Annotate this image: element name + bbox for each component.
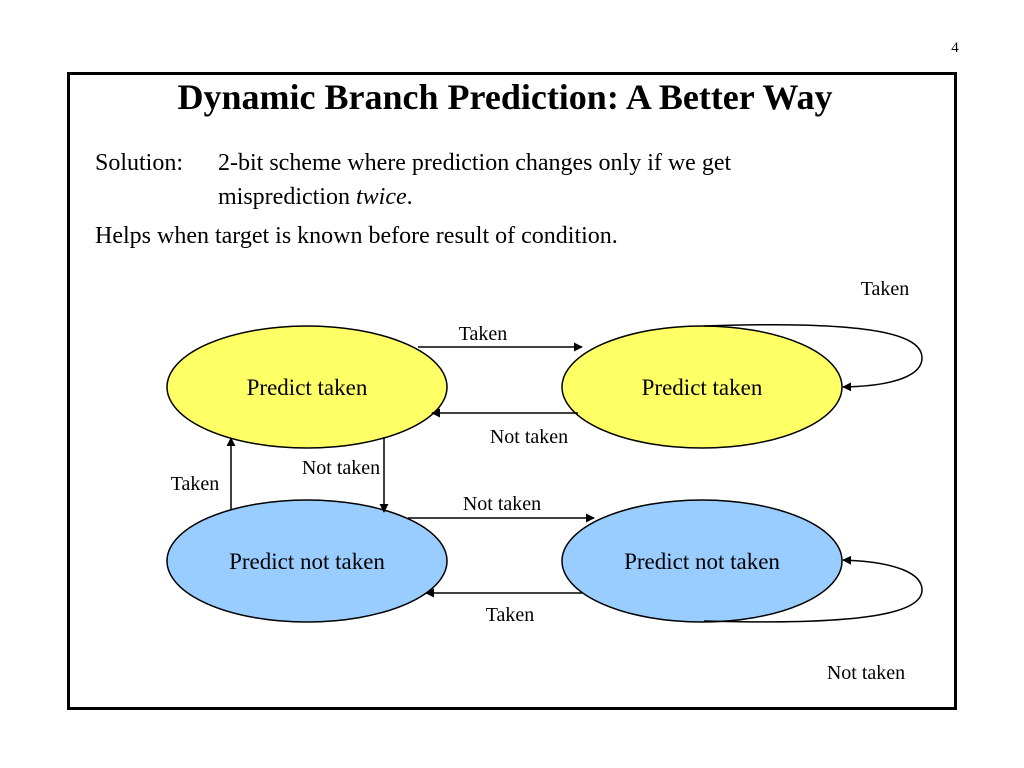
transition-label: Taken xyxy=(171,473,220,495)
transition-not-taken-left-to-not-taken-right: Not taken xyxy=(408,493,595,523)
state-not-taken-left-shape xyxy=(166,499,448,623)
solution-line-2: misprediction twice. xyxy=(218,180,413,214)
state-taken-right: Predict taken xyxy=(561,325,843,449)
state-taken-left-label: Predict taken xyxy=(247,375,368,400)
page-number: 4 xyxy=(951,40,959,56)
solution-label: Solution: xyxy=(95,150,184,176)
state-not-taken-right-label: Predict not taken xyxy=(624,549,780,574)
transition-label: Not taken xyxy=(302,457,380,479)
transition-not-taken-left-to-taken-left: Taken xyxy=(171,437,236,510)
transition-arrow xyxy=(703,555,923,623)
transition-not-taken-right-self-loop: Not taken xyxy=(703,555,923,684)
transition-taken-right-self-loop: Taken xyxy=(703,278,923,392)
transition-label: Not taken xyxy=(490,426,568,448)
helps-line: Helps when target is known before result… xyxy=(95,223,618,249)
solution-emphasis: twice xyxy=(355,184,407,210)
transition-label: Taken xyxy=(861,278,910,300)
state-not-taken-right: Predict not taken xyxy=(561,499,843,623)
state-not-taken-left: Predict not taken xyxy=(166,499,448,623)
transition-arrow xyxy=(703,324,923,392)
transition-taken-right-to-taken-left: Not taken xyxy=(431,408,578,448)
state-not-taken-right-shape xyxy=(561,499,843,623)
slide-frame xyxy=(67,72,957,710)
transition-label: Taken xyxy=(486,604,535,626)
transition-label: Not taken xyxy=(463,493,541,515)
solution-line-2-prefix: misprediction xyxy=(218,184,356,210)
state-taken-right-label: Predict taken xyxy=(642,375,763,400)
state-taken-left: Predict taken xyxy=(166,325,448,449)
transition-not-taken-right-to-not-taken-left: Taken xyxy=(425,588,582,626)
solution-line-2-suffix: . xyxy=(406,184,413,210)
state-taken-right-shape xyxy=(561,325,843,449)
transition-label: Not taken xyxy=(827,662,905,684)
state-taken-left-shape xyxy=(166,325,448,449)
solution-line-1: 2-bit scheme where prediction changes on… xyxy=(218,150,732,176)
transition-taken-left-to-not-taken-left: Not taken xyxy=(302,437,389,513)
transition-taken-left-to-taken-right: Taken xyxy=(418,323,583,352)
state-not-taken-left-label: Predict not taken xyxy=(229,549,385,574)
slide-title: Dynamic Branch Prediction: A Better Way xyxy=(177,77,833,117)
transition-label: Taken xyxy=(459,323,508,345)
